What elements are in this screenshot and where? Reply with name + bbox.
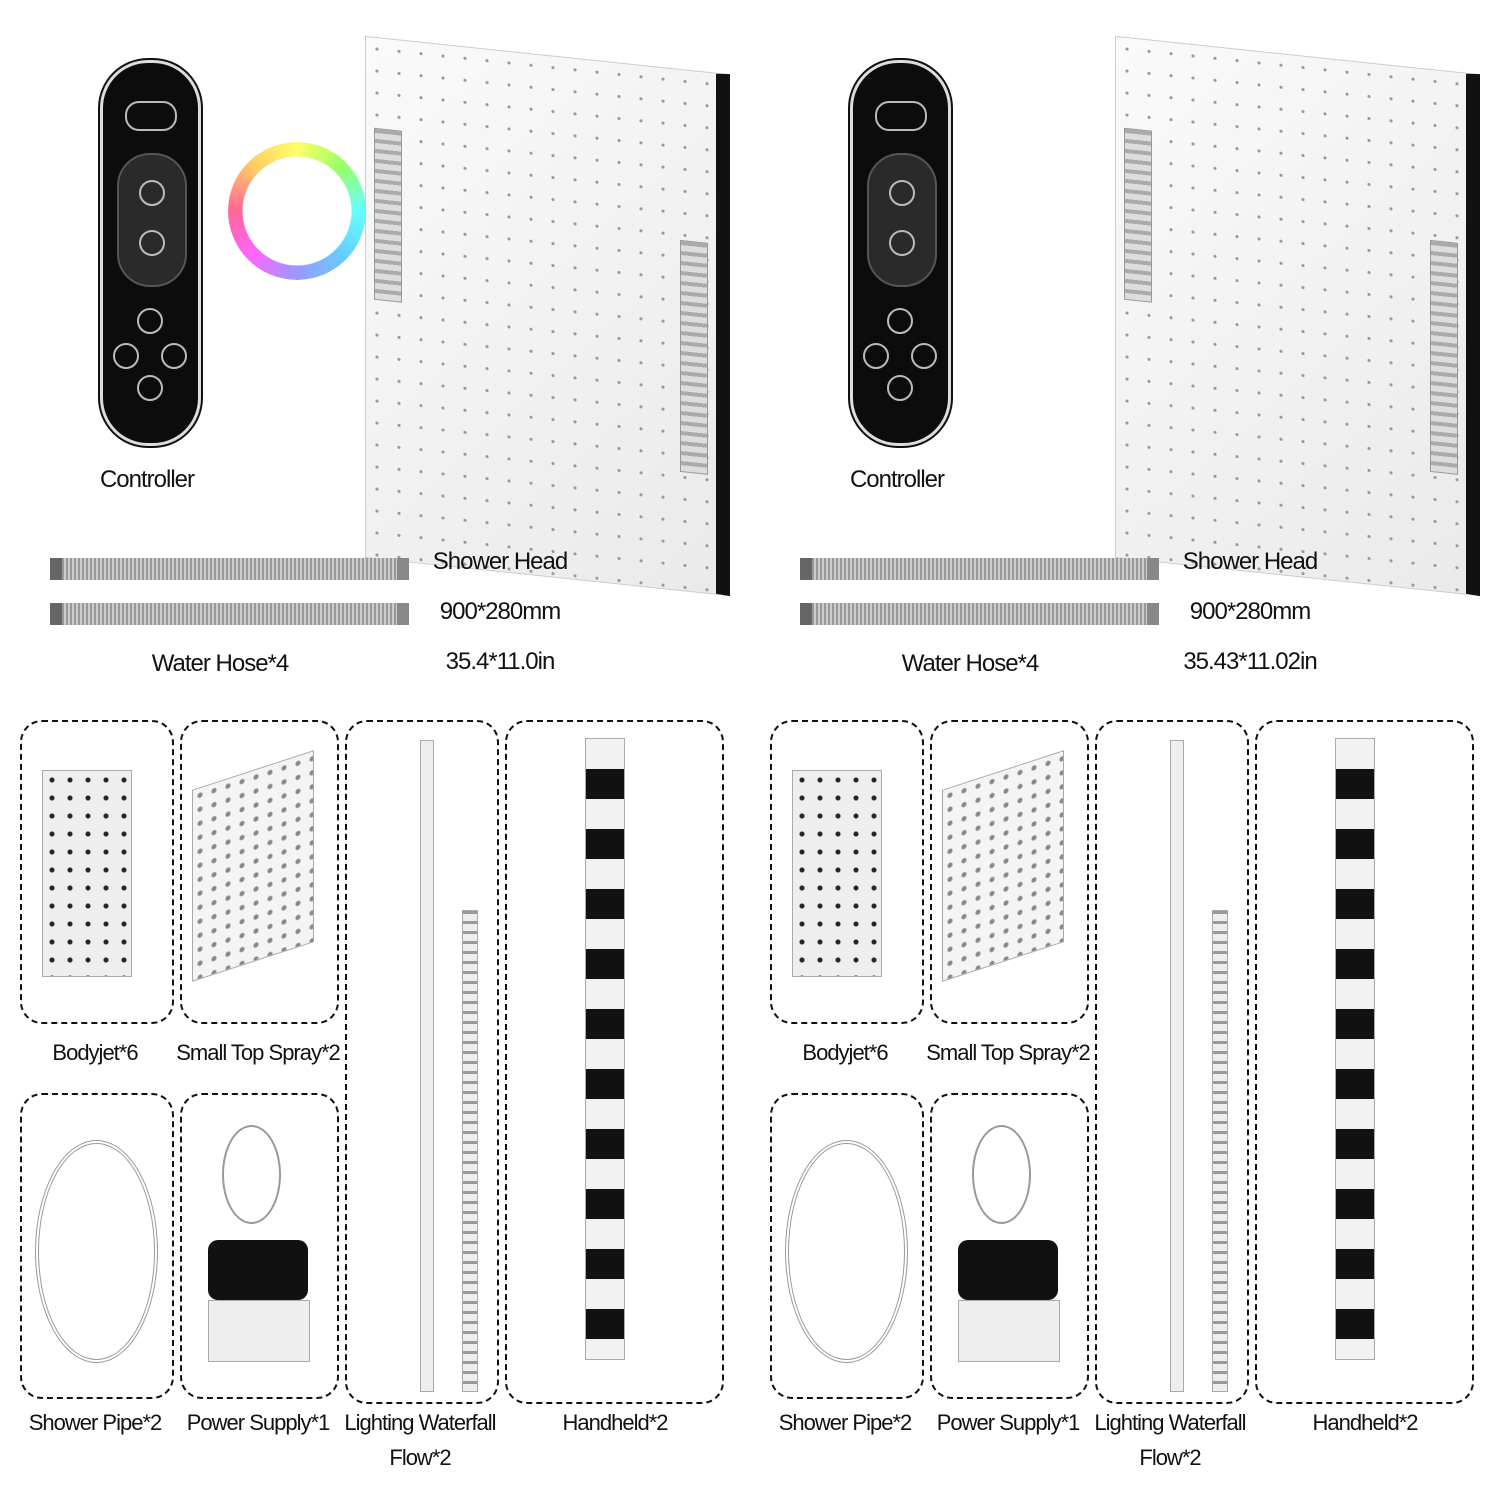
function-button-icon [137,375,163,401]
bodyjet-image [42,770,132,977]
function-button-icon [863,343,889,369]
function-button-icon [911,343,937,369]
power-supply-image [208,1300,310,1362]
shower-pipe-box [20,1093,174,1399]
controller-remote [850,60,951,446]
shower-head-spec: 900*280mm [1189,598,1311,625]
waterfall-pipe-image [1212,910,1228,1392]
controller-label: Controller [99,466,195,493]
top-spray-image [192,750,314,982]
function-button-icon [113,343,139,369]
side-spray-strip [374,127,402,303]
shower-head-spec: Shower Head [1182,548,1318,575]
top-spray-image [942,750,1064,982]
handheld-box [1255,720,1474,1404]
waterfall-pipe-image [462,910,478,1392]
down-arrow-icon [139,230,165,256]
bodyjet-label: Bodyjet*6 [52,1040,138,1065]
water-hose-label: Water Hose*4 [151,650,289,677]
side-spray-strip [680,239,708,475]
function-button-icon [887,375,913,401]
top-spray-box [930,720,1089,1024]
function-button-icon [161,343,187,369]
up-arrow-icon [889,180,915,206]
waterfall-box [345,720,499,1404]
power-cord-image [222,1125,281,1224]
power-supply-label: Power Supply*1 [186,1410,331,1435]
shower-head-spec: 35.4*11.0in [445,648,556,675]
controller-remote [100,60,201,446]
power-supply-box [930,1093,1089,1399]
handheld-bar-image [1335,738,1375,1360]
top-spray-label: Small Top Spray*2 [176,1040,341,1065]
function-button-icon [887,308,913,334]
shower-head-panel [1115,35,1480,597]
shower-head-spec: 35.43*11.02in [1183,648,1317,675]
waterfall-pipe-image [1170,740,1184,1392]
handheld-label: Handheld*2 [562,1410,669,1435]
waterfall-label-2: Flow*2 [389,1445,451,1470]
waterfall-label-2: Flow*2 [1139,1445,1201,1470]
power-supply-box [180,1093,339,1399]
handheld-bar-image [585,738,625,1360]
water-hose-label: Water Hose*4 [901,650,1039,677]
side-spray-strip [1124,127,1152,303]
rgb-light-ring-icon [228,142,366,280]
handheld-box [505,720,724,1404]
shower-pipe-label: Shower Pipe*2 [778,1410,913,1435]
bodyjet-box [20,720,174,1024]
power-adapter-image [958,1240,1058,1300]
shower-pipe-image [35,1140,158,1363]
dial-control [867,153,937,287]
side-spray-strip [1430,239,1458,475]
water-hose [800,603,1159,625]
shower-pipe-box [770,1093,924,1399]
power-cord-image [972,1125,1031,1224]
controller-label: Controller [849,466,945,493]
top-spray-label: Small Top Spray*2 [926,1040,1091,1065]
power-adapter-image [208,1240,308,1300]
shower-pipe-image [785,1140,908,1363]
waterfall-label: Lighting Waterfall [344,1410,496,1435]
shower-head-panel [365,35,730,597]
handheld-label: Handheld*2 [1312,1410,1419,1435]
water-hose [800,558,1159,580]
water-hose [50,603,409,625]
bodyjet-label: Bodyjet*6 [802,1040,888,1065]
waterfall-pipe-image [420,740,434,1392]
mode-button-icon [875,101,927,131]
power-supply-image [958,1300,1060,1362]
mode-button-icon [125,101,177,131]
power-supply-label: Power Supply*1 [936,1410,1081,1435]
bodyjet-image [792,770,882,977]
top-spray-box [180,720,339,1024]
up-arrow-icon [139,180,165,206]
shower-head-spec: 900*280mm [439,598,561,625]
down-arrow-icon [889,230,915,256]
waterfall-label: Lighting Waterfall [1094,1410,1246,1435]
shower-head-spec: Shower Head [432,548,568,575]
water-hose [50,558,409,580]
bodyjet-box [770,720,924,1024]
dial-control [117,153,187,287]
shower-pipe-label: Shower Pipe*2 [28,1410,163,1435]
function-button-icon [137,308,163,334]
waterfall-box [1095,720,1249,1404]
